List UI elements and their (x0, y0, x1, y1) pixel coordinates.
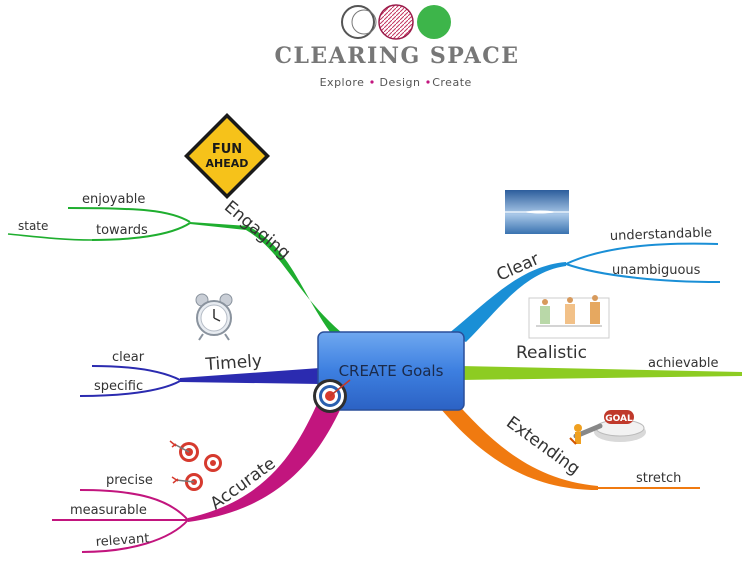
branch-timely-line (79, 380, 181, 397)
branch-accurate-line (81, 519, 189, 553)
child-towards: towards (96, 223, 148, 238)
child-understandable: understandable (610, 225, 713, 244)
branch-realistic-label: Realistic (516, 343, 587, 363)
sign-text-fun: FUN (212, 142, 242, 157)
branch-extending[interactable]: Extending stretch (440, 398, 700, 490)
child-unambiguous: unambiguous (612, 263, 701, 278)
branch-accurate-stem (188, 402, 340, 522)
branch-timely-stem (180, 368, 320, 384)
tagline-create: Create (432, 76, 472, 89)
targets-darts-icon (169, 440, 222, 491)
branch-clear-stem (448, 262, 566, 342)
branch-timely-label: Timely (204, 351, 263, 375)
branch-engaging-label: Engaging (220, 197, 294, 264)
tagline: Explore Design Create (320, 76, 472, 89)
branch-clear-line (565, 263, 721, 283)
child-relevant: relevant (95, 531, 150, 550)
tagline-design: Design (380, 76, 421, 89)
branch-engaging-line (67, 207, 191, 223)
child-stretch: stretch (636, 471, 681, 486)
branch-extending-stem (440, 398, 598, 490)
child-achievable: achievable (648, 356, 718, 371)
fun-ahead-sign-icon: FUN AHEAD (184, 113, 270, 199)
branch-engaging-stem (190, 222, 348, 338)
central-node-box (317, 331, 465, 411)
child-enjoyable: enjoyable (82, 192, 145, 207)
brand-title: CLEARING SPACE (274, 43, 519, 69)
sign-text-ahead: AHEAD (206, 157, 249, 170)
goal-figure-icon: GOAL (569, 410, 646, 445)
child-measurable: measurable (70, 503, 147, 518)
child-specific: specific (94, 379, 143, 394)
branch-engaging-line (91, 222, 191, 241)
target-icon (313, 379, 351, 413)
branch-realistic[interactable]: Realistic achievable (460, 343, 742, 380)
logo-circles-icon (341, 4, 451, 40)
branch-clear-line (565, 242, 719, 265)
alarm-clock-icon (195, 293, 233, 341)
branch-engaging-line (7, 233, 93, 241)
tagline-explore: Explore (320, 76, 365, 89)
goal-sign-text: GOAL (605, 414, 633, 424)
figures-chart-icon (528, 295, 610, 339)
branch-realistic-stem (460, 366, 742, 380)
branch-engaging[interactable]: Engaging enjoyable towards state (7, 192, 348, 338)
tagline-dot-icon (370, 80, 374, 84)
central-node[interactable]: CREATE Goals (313, 331, 465, 413)
child-state: state (18, 219, 48, 233)
child-clear: clear (112, 350, 145, 365)
tagline-dot-icon (426, 80, 430, 84)
child-precise: precise (106, 473, 153, 488)
brand-header: CLEARING SPACE Explore Design Create (274, 4, 519, 89)
branch-timely[interactable]: Timely clear specific (79, 350, 320, 397)
branch-timely-line (91, 365, 181, 381)
landscape-photo-icon (505, 190, 569, 234)
branch-accurate-line (79, 489, 189, 521)
central-node-label: CREATE Goals (339, 362, 444, 380)
